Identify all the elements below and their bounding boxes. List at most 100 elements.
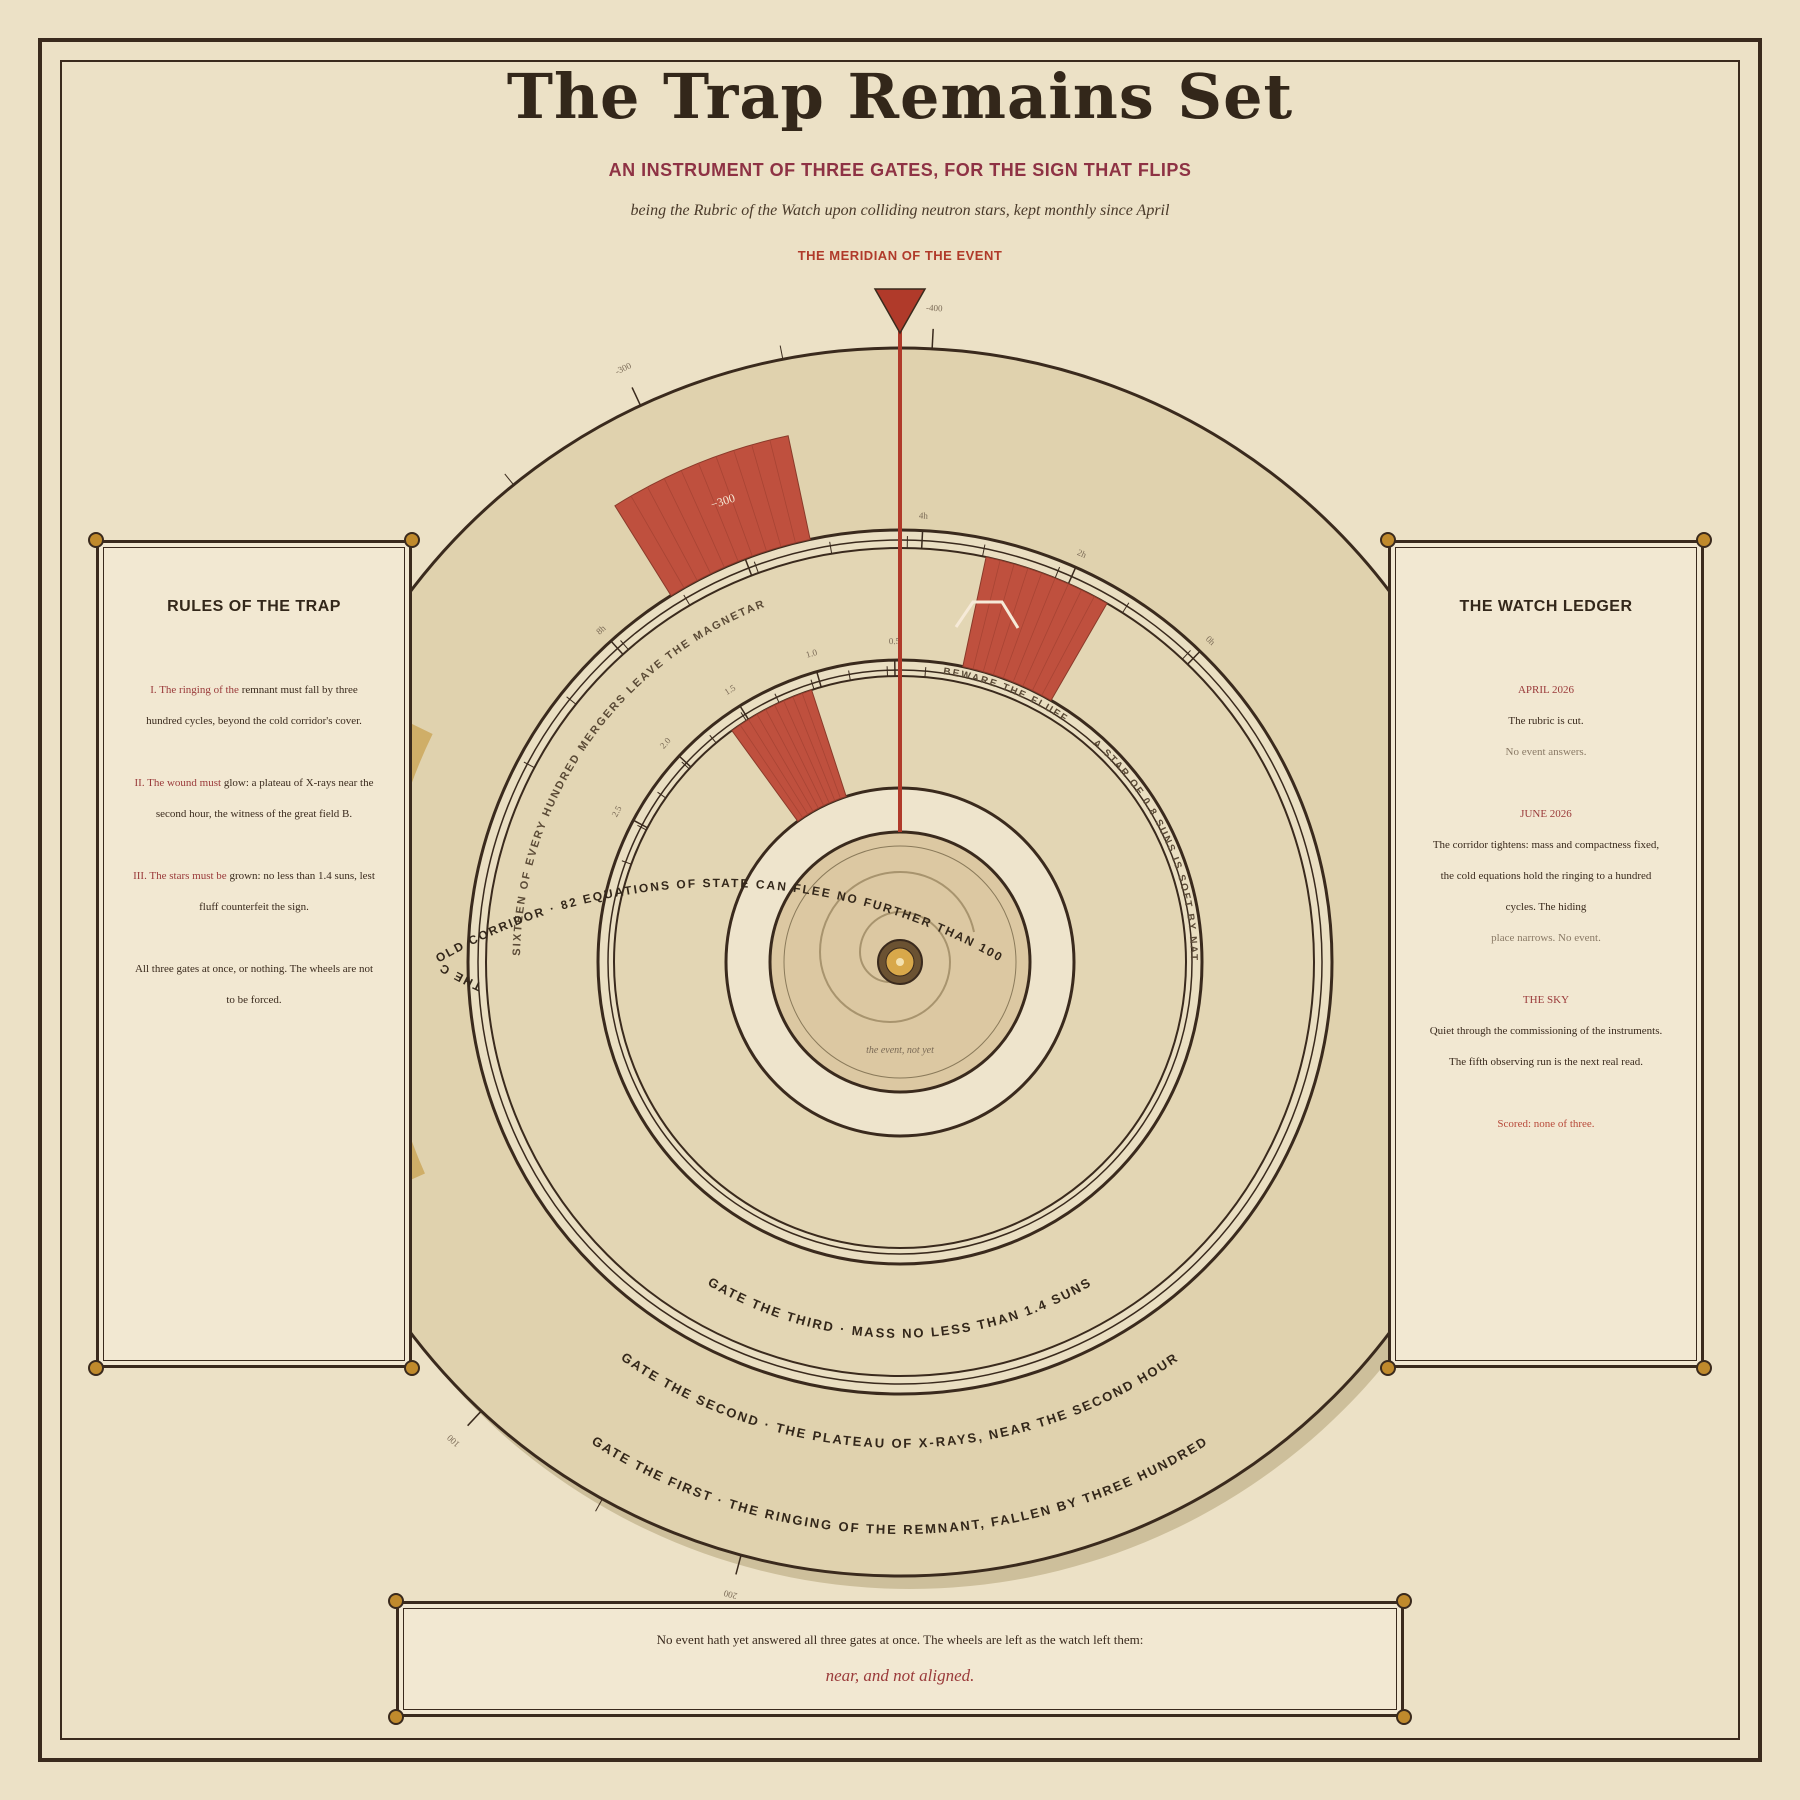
window-stripe bbox=[698, 463, 739, 562]
window-stripe bbox=[783, 700, 830, 804]
ledger-entry-date: JUNE 2026 bbox=[1520, 808, 1572, 820]
tick-mark bbox=[931, 328, 934, 349]
tick-mark bbox=[1122, 602, 1130, 614]
rule-text: All three gates at once, or nothing. The… bbox=[134, 963, 374, 1006]
tick-mark bbox=[681, 761, 690, 770]
hub-inner-line bbox=[783, 845, 1017, 1079]
window-stripes bbox=[630, 439, 1095, 818]
tick-mark bbox=[753, 561, 759, 574]
tick-label: 0.5 bbox=[889, 636, 901, 646]
tick-mark bbox=[683, 594, 691, 606]
panel-stud bbox=[388, 1709, 404, 1725]
panel-stud bbox=[88, 1360, 104, 1376]
tick-mark bbox=[657, 791, 667, 799]
tick-mark bbox=[829, 541, 833, 554]
window-stripe bbox=[751, 444, 782, 547]
window-stripe bbox=[739, 724, 804, 818]
window-stripe bbox=[972, 560, 1001, 670]
window-stripe bbox=[715, 456, 753, 557]
window-stripe bbox=[647, 486, 698, 581]
window-stripe bbox=[1022, 583, 1069, 687]
panel-stud bbox=[1380, 532, 1396, 548]
ledger-panel-border bbox=[1395, 547, 1697, 1361]
outer-frame bbox=[38, 38, 1762, 1762]
window-stripe bbox=[1041, 596, 1095, 696]
ledger-entry-date: THE SKY bbox=[1522, 994, 1570, 1006]
tick-label: 2.5 bbox=[610, 804, 624, 819]
tick-mark bbox=[1181, 650, 1191, 660]
tick-mark bbox=[620, 640, 629, 650]
window-stripe bbox=[756, 714, 814, 812]
window-stripe bbox=[733, 450, 767, 552]
tick-label: 1.0 bbox=[805, 647, 819, 660]
meridian-pointer[interactable] bbox=[873, 288, 927, 335]
ledger-score: Scored: none of three. bbox=[1497, 1118, 1595, 1130]
window-stripe bbox=[801, 693, 841, 799]
tick-mark bbox=[924, 667, 927, 678]
rule-head: III. The stars must be bbox=[133, 870, 227, 882]
panel-stud bbox=[88, 532, 104, 548]
rules-panel-border bbox=[103, 547, 405, 1361]
plateau-glyph bbox=[954, 600, 1020, 629]
tick-mark bbox=[504, 473, 514, 486]
tick-mark bbox=[467, 1410, 482, 1427]
window-stripe bbox=[792, 696, 836, 801]
tick-mark bbox=[774, 693, 780, 704]
rules-panel-body: I. The ringing of the remnant must fall … bbox=[133, 675, 375, 1047]
outer-gate-window bbox=[614, 435, 811, 597]
rule-item: I. The ringing of the remnant must fall … bbox=[133, 675, 375, 737]
tick-mark bbox=[631, 387, 642, 406]
ledger-entry: APRIL 2026 The rubric is cut. No event a… bbox=[1425, 675, 1667, 768]
window-stripe bbox=[992, 568, 1029, 675]
tick-mark bbox=[735, 1554, 742, 1575]
inner-frame bbox=[60, 60, 1740, 1740]
panel-stud bbox=[1696, 532, 1712, 548]
tick-label: 100 bbox=[445, 1432, 462, 1449]
tick-mark bbox=[1067, 567, 1077, 585]
ledger-panel-title: THE WATCH LEDGER bbox=[1459, 598, 1633, 615]
ledger-entry-note: No event answers. bbox=[1505, 746, 1587, 758]
panel-stud bbox=[1396, 1593, 1412, 1609]
tick-mark bbox=[920, 530, 924, 549]
panel-stud bbox=[1380, 1360, 1396, 1376]
inner-gate-window bbox=[731, 689, 847, 822]
tick-mark bbox=[523, 761, 535, 769]
ledger-entry: THE SKY Quiet through the commissioning … bbox=[1425, 985, 1667, 1078]
tick-label: 2h bbox=[1076, 547, 1089, 560]
panel-stud bbox=[388, 1593, 404, 1609]
rule-text: glow: a plateau of X-rays near the secon… bbox=[155, 777, 374, 820]
rules-panel: RULES OF THE TRAP I. The ringing of the … bbox=[88, 532, 420, 1376]
tick-mark bbox=[740, 712, 747, 722]
panel-stud bbox=[1696, 1360, 1712, 1376]
window-stripe bbox=[774, 704, 825, 806]
window-stripe bbox=[1012, 577, 1056, 683]
tick-mark bbox=[566, 696, 577, 705]
tick-mark bbox=[595, 1498, 603, 1512]
rule-item: II. The wound must glow: a plateau of X-… bbox=[133, 768, 375, 830]
page-subtitle: AN INSTRUMENT OF THREE GATES, FOR THE SI… bbox=[608, 160, 1192, 180]
page-title: The Trap Remains Set bbox=[506, 60, 1294, 133]
tick-label: -400 bbox=[926, 302, 943, 313]
panel-stud bbox=[404, 1360, 420, 1376]
rule-head: I. The ringing of the bbox=[150, 684, 239, 696]
tick-mark bbox=[739, 705, 750, 720]
panel-stud bbox=[404, 532, 420, 548]
window-stripe bbox=[748, 719, 809, 815]
tick-mark bbox=[848, 670, 851, 681]
tick-mark bbox=[744, 558, 753, 576]
tick-mark bbox=[810, 679, 815, 690]
window-stripe bbox=[663, 478, 711, 574]
ledger-entry-note: place narrows. No event. bbox=[1491, 932, 1601, 944]
tick-label: 200 bbox=[722, 1588, 738, 1601]
hub-spiral bbox=[818, 870, 975, 1024]
ledger-entry-text: The rubric is cut. bbox=[1508, 715, 1584, 727]
tick-mark bbox=[779, 345, 784, 360]
tick-mark bbox=[982, 544, 986, 557]
ledger-entry-date: APRIL 2026 bbox=[1517, 684, 1575, 696]
rule-text: grown: no less than 1.4 suns, lest fluff… bbox=[199, 870, 375, 913]
window-stripe bbox=[765, 709, 819, 809]
rule-head: II. The wound must bbox=[134, 777, 222, 789]
window-stripe bbox=[630, 495, 685, 589]
